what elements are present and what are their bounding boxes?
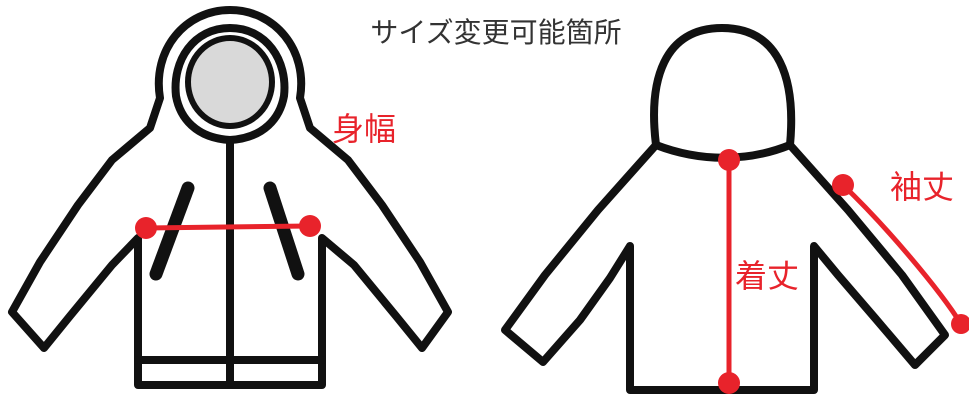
front-drawstring-right [263, 181, 305, 281]
label-body-width: 身幅 [332, 110, 396, 148]
diagram-title: サイズ変更可能箇所 [370, 16, 621, 49]
label-length: 着丈 [735, 257, 799, 295]
hoodie-front [8, 6, 452, 389]
sleeve-point-bottom [951, 314, 969, 334]
hoodie-back [501, 24, 969, 394]
front-drawstring-left [149, 181, 195, 281]
sleeve-measure-line [841, 183, 964, 326]
sleeve-point-top [832, 174, 854, 196]
front-hood-opening [185, 35, 275, 129]
body-width-point-right [299, 215, 321, 237]
label-sleeve: 袖丈 [890, 168, 954, 206]
body-width-point-left [135, 217, 157, 239]
length-point-bottom [718, 372, 740, 394]
body-width-measure-line [145, 223, 311, 231]
back-body-outline [501, 24, 949, 394]
length-point-top [718, 149, 740, 171]
